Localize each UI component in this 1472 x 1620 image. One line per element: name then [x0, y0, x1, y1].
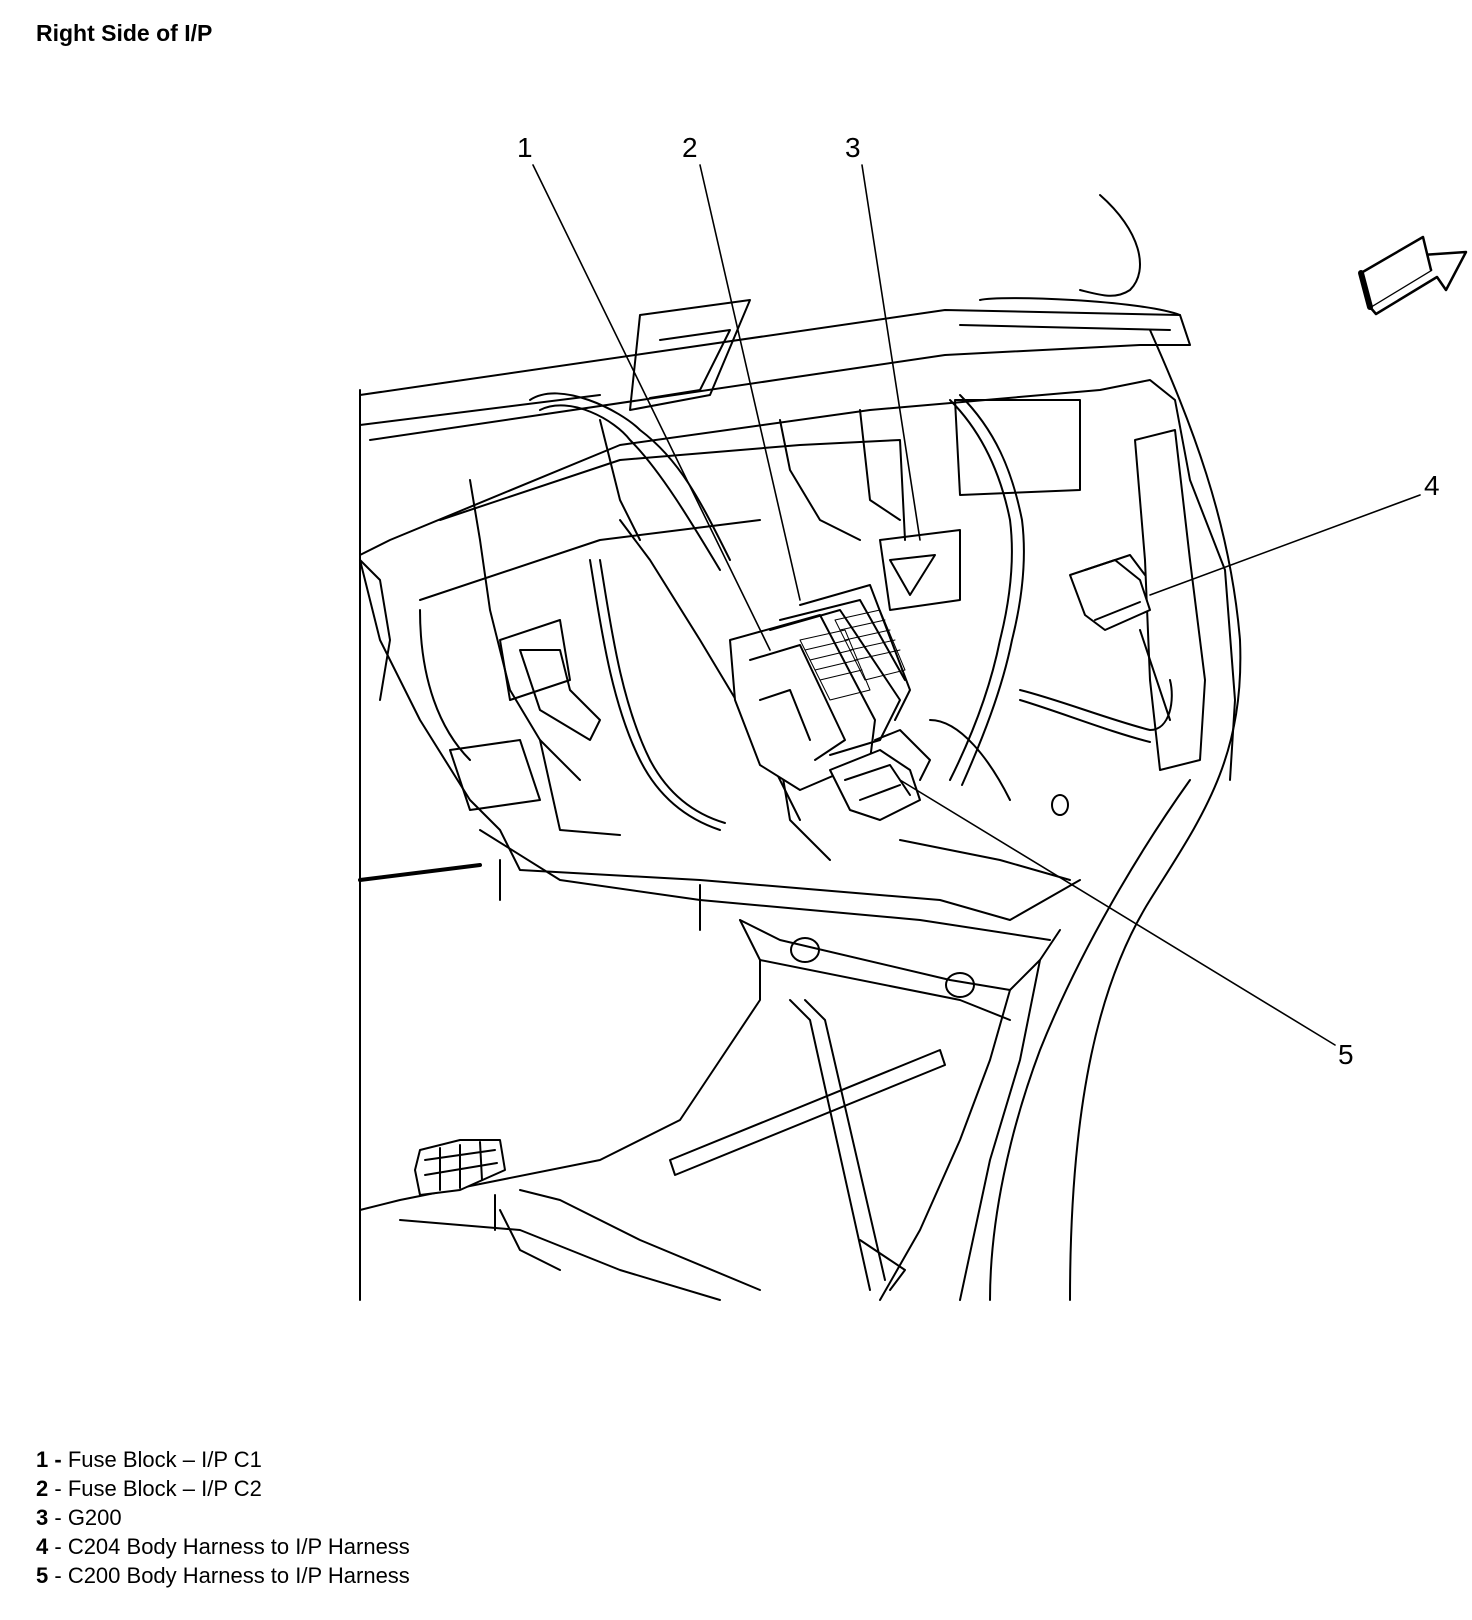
- c204-connector: [1069, 554, 1151, 631]
- leader-line-4: [1149, 494, 1421, 596]
- legend-item: 2 - Fuse Block – I/P C2: [36, 1474, 410, 1503]
- legend-text: Fuse Block – I/P C1: [67, 1447, 262, 1472]
- legend-item: 5 - C200 Body Harness to I/P Harness: [36, 1561, 410, 1590]
- lower-kick-panel: [359, 919, 1061, 1301]
- legend-item: 3 - G200: [36, 1503, 410, 1532]
- connector-pin-array: [799, 609, 906, 701]
- instrument-panel-shell: [359, 379, 1236, 941]
- callout-4: 4: [1424, 470, 1440, 501]
- callout-2: 2: [682, 132, 698, 163]
- forward-arrow-icon: [1358, 235, 1468, 316]
- legend: 1 - Fuse Block – I/P C1 2 - Fuse Block –…: [36, 1445, 410, 1590]
- legend-separator: -: [48, 1447, 68, 1472]
- callout-1: 1: [517, 132, 533, 163]
- legend-separator: -: [48, 1534, 68, 1559]
- legend-number: 3: [36, 1505, 49, 1530]
- legend-number: 4: [36, 1534, 49, 1559]
- fuse-block-connectors: [729, 584, 911, 791]
- callout-5: 5: [1338, 1039, 1354, 1070]
- legend-text: G200: [67, 1505, 122, 1530]
- legend-number: 1: [36, 1447, 49, 1472]
- legend-separator: -: [48, 1505, 68, 1530]
- legend-separator: -: [48, 1563, 68, 1588]
- callout-3: 3: [845, 132, 861, 163]
- leader-line-3: [861, 164, 921, 541]
- legend-text: Fuse Block – I/P C2: [67, 1476, 262, 1501]
- leader-line-1: [532, 164, 771, 651]
- a-pillar-outline: [989, 194, 1242, 1301]
- legend-text: C204 Body Harness to I/P Harness: [67, 1534, 410, 1559]
- c200-connector: [829, 729, 931, 821]
- legend-item: 4 - C204 Body Harness to I/P Harness: [36, 1532, 410, 1561]
- page-title: Right Side of I/P: [36, 20, 213, 46]
- legend-separator: -: [48, 1476, 68, 1501]
- leader-line-2: [699, 164, 801, 601]
- legend-number: 5: [36, 1563, 49, 1588]
- dash-upper-rail: [359, 297, 1191, 441]
- legend-text: C200 Body Harness to I/P Harness: [67, 1563, 410, 1588]
- wiring-harness: [419, 392, 1173, 831]
- leader-line-5: [899, 779, 1336, 1046]
- legend-number: 2: [36, 1476, 49, 1501]
- callout-leader-lines: [532, 164, 1421, 1046]
- legend-item: 1 - Fuse Block – I/P C1: [36, 1445, 410, 1474]
- floor-vent-grille: [414, 1139, 506, 1231]
- left-trim-edge: [358, 389, 482, 1301]
